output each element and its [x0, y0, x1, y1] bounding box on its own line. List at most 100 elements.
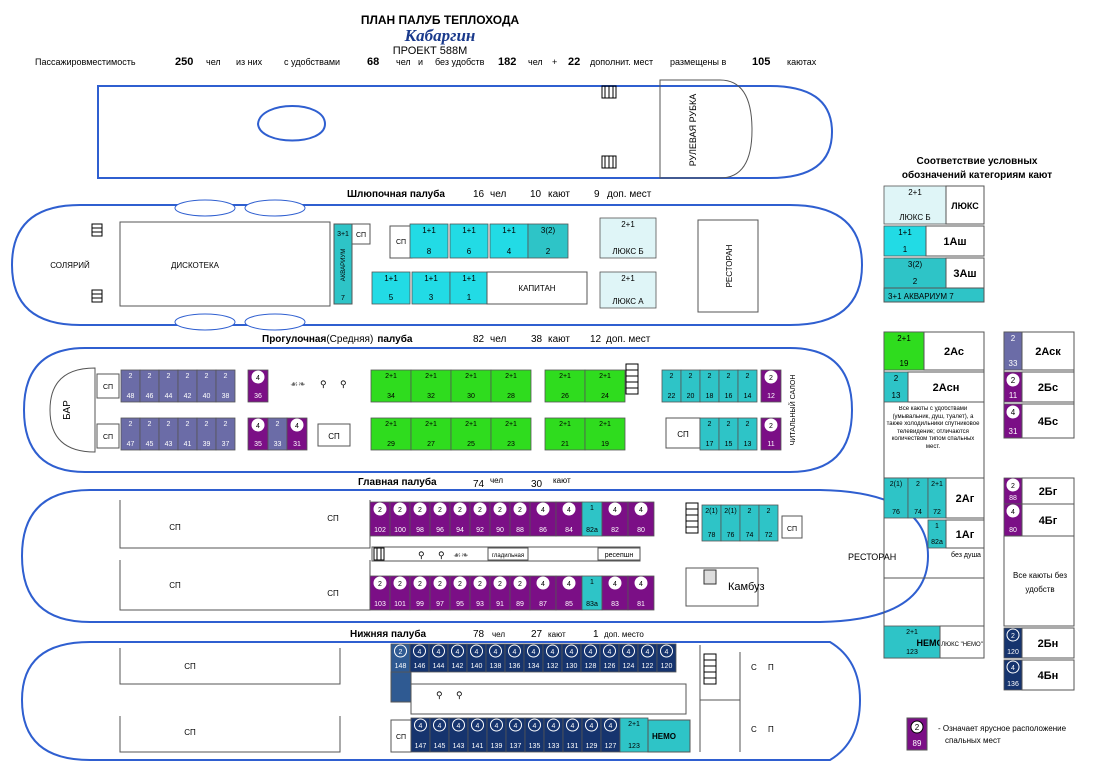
cabin[interactable]: 239 — [196, 417, 217, 451]
cabin[interactable]: 2+172 — [927, 477, 947, 519]
cabin[interactable]: 486 — [529, 501, 557, 537]
cabin[interactable]: 3(2)2 — [527, 223, 569, 259]
cabin[interactable]: 2+123 — [490, 417, 532, 451]
cabin[interactable]: 233 — [267, 417, 288, 451]
cabin[interactable]: 2+121 — [544, 417, 586, 451]
cabin[interactable]: 247 — [120, 417, 141, 451]
cabin[interactable]: 272 — [758, 504, 779, 542]
cabin[interactable]: 237 — [215, 417, 236, 451]
cabin[interactable]: 211 — [760, 417, 782, 451]
cabin[interactable]: 216 — [718, 369, 739, 403]
cabin[interactable]: 2(1)78 — [701, 504, 722, 542]
cabin[interactable]: 1+11 — [449, 271, 489, 305]
cabin[interactable]: 213 — [883, 371, 909, 403]
cabin[interactable]: 2+134 — [370, 369, 412, 403]
cabin[interactable]: 436 — [247, 369, 269, 403]
cabin[interactable]: 484 — [555, 501, 583, 537]
cabin[interactable]: 274 — [907, 477, 929, 519]
cabin[interactable]: 214 — [737, 369, 758, 403]
cabin[interactable]: 241 — [177, 417, 198, 451]
cabin[interactable]: 217 — [699, 417, 720, 451]
cabin[interactable]: 487 — [529, 575, 557, 611]
cabin[interactable]: 222 — [661, 369, 682, 403]
cabin[interactable]: 1+18 — [409, 223, 449, 259]
cabin[interactable]: 274 — [739, 504, 760, 542]
cabin[interactable]: 233 — [1003, 331, 1023, 371]
cabin[interactable]: 213 — [737, 417, 758, 451]
cabin[interactable]: 218 — [699, 369, 720, 403]
cabin[interactable]: 293 — [469, 575, 491, 611]
cabin[interactable]: 215 — [718, 417, 739, 451]
cabin[interactable]: 1+11 — [883, 225, 927, 257]
cabin[interactable]: 294 — [449, 501, 471, 537]
cabin[interactable]: 2+119 — [584, 417, 626, 451]
cabin[interactable]: 2+127 — [410, 417, 452, 451]
cabin[interactable]: 2(1)76 — [883, 477, 909, 519]
cabin[interactable]: 288 — [1003, 477, 1023, 505]
cabin[interactable]: 482 — [601, 501, 629, 537]
cabin[interactable]: 248 — [120, 369, 141, 403]
cabin[interactable]: 220 — [680, 369, 701, 403]
cabin[interactable]: 483 — [601, 575, 629, 611]
cabin[interactable]: 1+16 — [449, 223, 489, 259]
cabin[interactable]: 2+132 — [410, 369, 452, 403]
cabin[interactable]: 3(2)2 — [883, 257, 947, 289]
cabin[interactable]: 2+126 — [544, 369, 586, 403]
cabin[interactable]: 238 — [215, 369, 236, 403]
cabin[interactable]: 1+15 — [371, 271, 411, 305]
cabin[interactable]: 2+128 — [490, 369, 532, 403]
cabin[interactable]: 296 — [429, 501, 451, 537]
cabin[interactable]: 431 — [286, 417, 308, 451]
cabin[interactable]: 240 — [196, 369, 217, 403]
cabin[interactable]: 242 — [177, 369, 198, 403]
cabin[interactable]: 299 — [409, 575, 431, 611]
cabin[interactable]: 431 — [1003, 403, 1023, 439]
cabin[interactable]: 295 — [449, 575, 471, 611]
cabin[interactable]: 292 — [469, 501, 491, 537]
cabin[interactable]: 485 — [555, 575, 583, 611]
cabin[interactable]: 245 — [139, 417, 160, 451]
cabin[interactable]: 435 — [247, 417, 269, 451]
cabin[interactable]: 290 — [489, 501, 511, 537]
cabin[interactable]: 2+125 — [450, 417, 492, 451]
cabin[interactable]: 297 — [429, 575, 451, 611]
cabin[interactable]: 2+130 — [450, 369, 492, 403]
cabin[interactable]: 2+119 — [883, 331, 925, 371]
cabin[interactable]: 243 — [158, 417, 179, 451]
